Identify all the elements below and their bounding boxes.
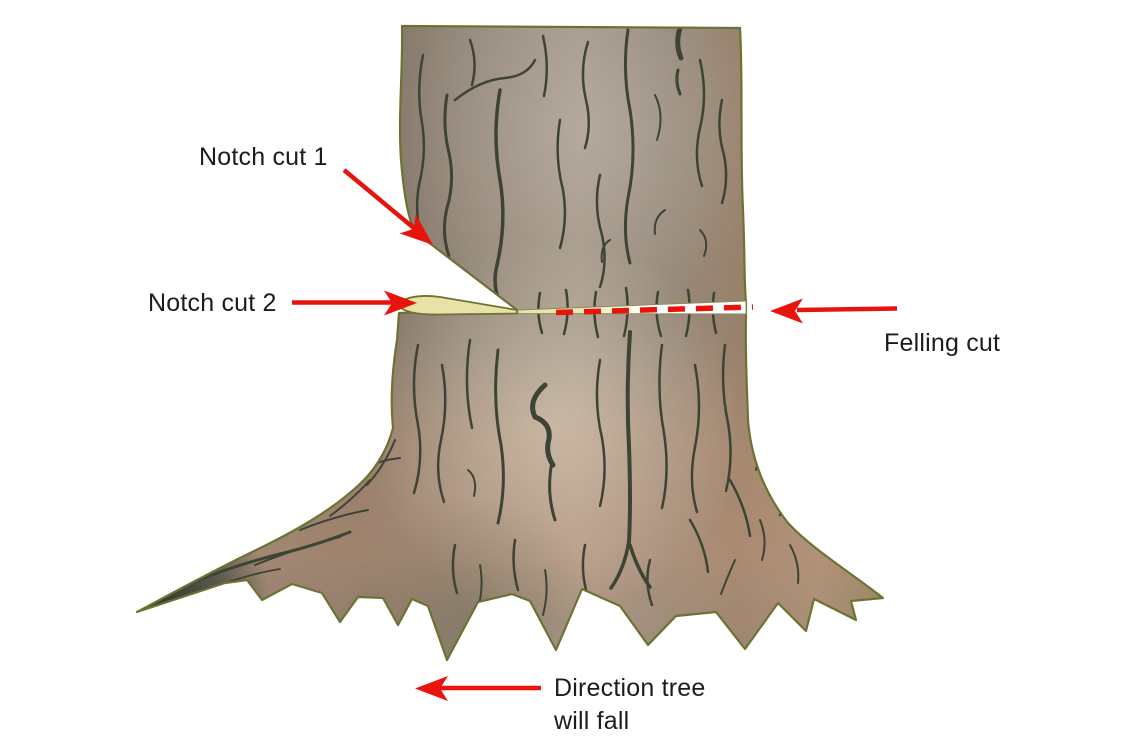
notch-cut-surface — [399, 295, 518, 316]
bark-texture — [173, 26, 828, 616]
label-notch-cut-2: Notch cut 2 — [148, 289, 277, 317]
direction-arrow — [415, 676, 541, 701]
label-direction-tree-will-fall: Direction tree will fall — [554, 674, 706, 735]
annotation-arrows — [292, 168, 898, 701]
felling-cut-kerf — [517, 300, 747, 315]
felling-cut-dashed-line — [555, 304, 754, 316]
tree-trunk — [137, 26, 883, 660]
notch-cut-1-arrow — [342, 168, 442, 255]
label-notch-cut-1: Notch cut 1 — [199, 143, 328, 171]
notch-cut-2-arrow — [292, 290, 417, 316]
felling-cut-arrow — [770, 298, 898, 324]
label-felling-cut: Felling cut — [884, 329, 1001, 357]
